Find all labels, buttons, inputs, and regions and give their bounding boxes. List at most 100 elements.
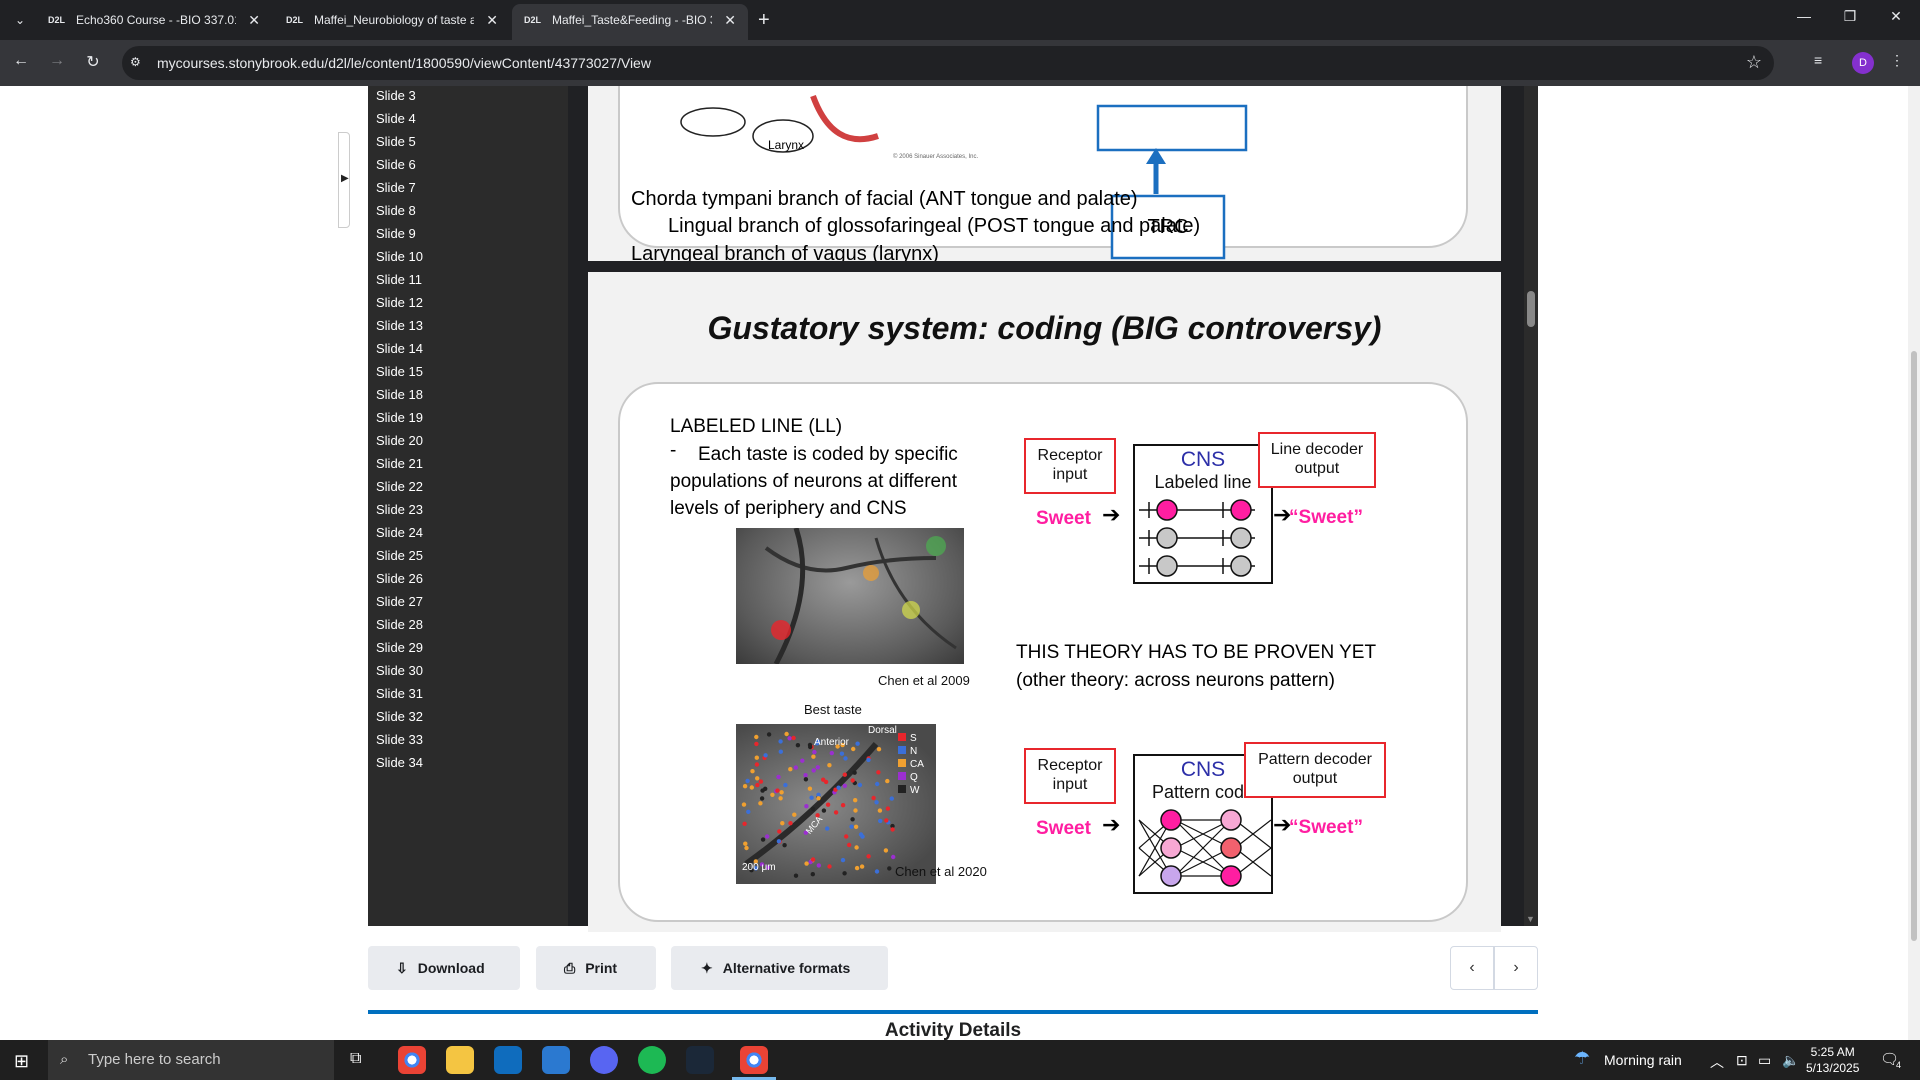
restore-icon[interactable]: ❐ [1843,8,1857,24]
site-info-icon[interactable]: ⚙ [130,55,141,69]
meet-now-icon[interactable]: ⊡ [1736,1052,1748,1068]
menu-kebab-icon[interactable]: ⋮ [1890,52,1904,68]
back-icon[interactable]: ← [13,52,29,69]
address-bar[interactable]: ⚙ mycourses.stonybrook.edu/d2l/le/conten… [122,46,1774,80]
slide-list-item[interactable]: Slide 20 [376,433,423,448]
next-button[interactable]: › [1494,946,1538,990]
tab-neurobiology[interactable]: D2L Maffei_Neurobiology of taste a... ✕ [274,4,510,40]
slide-list-item[interactable]: Slide 29 [376,640,423,655]
media-control-icon[interactable]: ≡ [1814,52,1823,68]
close-tab-icon[interactable]: ✕ [724,12,736,28]
close-tab-icon[interactable]: ✕ [248,12,260,28]
slide-coding: Gustatory system: coding (BIG controvers… [588,272,1501,932]
minimize-icon[interactable]: — [1797,8,1811,24]
slide-list-item[interactable]: Slide 31 [376,686,423,701]
legend-item: CA [898,754,924,772]
profile-avatar[interactable]: D [1852,52,1874,74]
slide-list-item[interactable]: Slide 9 [376,226,416,241]
tray-chevron-up-icon[interactable]: ︿ [1710,1054,1724,1070]
chrome-profile-icon[interactable] [740,1046,768,1074]
task-view-icon[interactable]: ⧉ [350,1050,362,1067]
system-clock[interactable]: 5:25 AM 5/13/2025 [1806,1044,1859,1076]
alternative-formats-button[interactable]: ✦Alternative formats [671,946,888,990]
new-tab-icon[interactable]: + [758,9,770,31]
labeled-line-neurons [1139,499,1255,577]
slide-list-item[interactable]: Slide 26 [376,571,423,586]
url-text[interactable]: mycourses.stonybrook.edu/d2l/le/content/… [157,55,651,71]
neuron-dot [776,774,781,780]
file-explorer-icon[interactable] [446,1046,474,1074]
weather-text[interactable]: Morning rain [1604,1052,1682,1068]
slide-list-item[interactable]: Slide 27 [376,594,423,609]
sidebar-toggle[interactable]: ▶ [338,132,350,228]
previous-button[interactable]: ‹ [1450,946,1494,990]
microsoft-store-icon[interactable] [542,1046,570,1074]
tab-taste-feeding[interactable]: D2L Maffei_Taste&Feeding - -BIO 33... ✕ [512,4,748,40]
bookmark-star-icon[interactable]: ☆ [1745,52,1762,72]
neuron-dot [763,753,768,758]
slide-list-item[interactable]: Slide 21 [376,456,423,471]
notifications-icon[interactable]: 🗨 [1880,1051,1900,1068]
slide-list-item[interactable]: Slide 3 [376,88,416,103]
slide-list-item[interactable]: Slide 30 [376,663,423,678]
neuron-dot [835,744,840,749]
slide-list-item[interactable]: Slide 14 [376,341,423,356]
neuron-dot [877,808,883,813]
discord-icon[interactable] [590,1046,618,1074]
slide-list-item[interactable]: Slide 12 [376,295,423,310]
slide-list-item[interactable]: Slide 15 [376,364,423,379]
volume-icon[interactable]: 🔈 [1782,1052,1800,1068]
spotify-icon[interactable] [638,1046,666,1074]
slide-list-item[interactable]: Slide 18 [376,387,423,402]
weather-rain-icon[interactable]: ☂ [1574,1048,1591,1068]
viewer-scrollbar[interactable]: ▼ [1524,86,1538,926]
scroll-down-icon[interactable]: ▼ [1526,914,1535,924]
page-scrollbar[interactable] [1908,86,1920,1040]
neuron-dot [776,839,782,844]
print-button[interactable]: ⎙Print [536,946,656,990]
taskbar-search[interactable]: ⌕ Type here to search [48,1040,334,1080]
neuron-dot [803,773,808,778]
neuron-dot [874,869,880,874]
scrollbar-thumb[interactable] [1527,291,1535,327]
neuron-dot [810,806,816,812]
close-tab-icon[interactable]: ✕ [486,12,498,28]
reload-icon[interactable]: ↻ [86,54,100,71]
notification-count: 4 [1896,1060,1902,1070]
d2l-favicon-icon: D2L [286,15,304,25]
slide-list-item[interactable]: Slide 10 [376,249,423,264]
slide-list-item[interactable]: Slide 22 [376,479,423,494]
slide-list-item[interactable]: Slide 7 [376,180,416,195]
pattern-code-label: Pattern code [1151,782,1255,802]
slide-list-item[interactable]: Slide 23 [376,502,423,517]
outlook-icon[interactable] [494,1046,522,1074]
network-icon[interactable]: ▭ [1758,1052,1772,1068]
slide-list-item[interactable]: Slide 13 [376,318,423,333]
alt-formats-label: Alternative formats [722,960,851,976]
slide-list-item[interactable]: Slide 5 [376,134,416,149]
tab-echo360[interactable]: D2L Echo360 Course - -BIO 337.01 / ... ✕ [36,4,272,40]
slide-list-item[interactable]: Slide 33 [376,732,423,747]
page-scrollbar-thumb[interactable] [1911,351,1917,941]
neuron-dot [804,861,809,866]
tab-title: Maffei_Taste&Feeding - -BIO 33... [552,13,712,27]
tab-search-icon[interactable]: ⌄ [14,13,26,27]
neuron-dot [809,795,814,800]
windows-start-icon[interactable]: ⊞ [14,1051,30,1071]
slide-list-item[interactable]: Slide 8 [376,203,416,218]
close-window-icon[interactable]: ✕ [1890,8,1902,24]
slide-list-item[interactable]: Slide 34 [376,755,423,770]
slide-list-item[interactable]: Slide 19 [376,410,423,425]
slide-list-item[interactable]: Slide 24 [376,525,423,540]
neuron-dot [795,743,801,748]
download-button[interactable]: ⇩Download [368,946,520,990]
forward-icon[interactable]: → [49,52,65,69]
slide-list-item[interactable]: Slide 32 [376,709,423,724]
slide-list-item[interactable]: Slide 25 [376,548,423,563]
slide-list-item[interactable]: Slide 28 [376,617,423,632]
slide-list-item[interactable]: Slide 6 [376,157,416,172]
slide-list-item[interactable]: Slide 4 [376,111,416,126]
chrome-icon[interactable] [398,1046,426,1074]
slide-list-item[interactable]: Slide 11 [376,272,423,287]
steam-icon[interactable] [686,1046,714,1074]
